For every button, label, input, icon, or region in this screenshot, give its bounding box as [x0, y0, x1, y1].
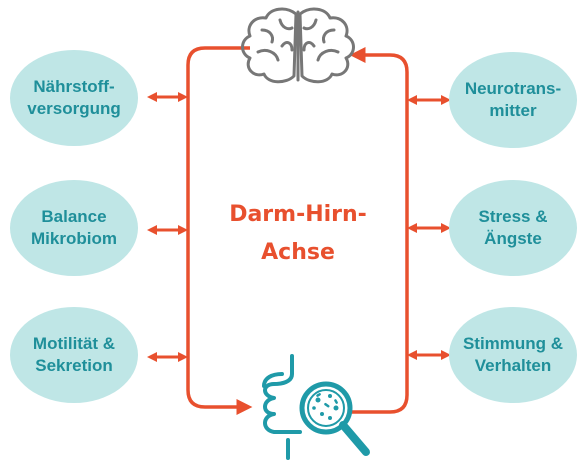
node-neurotransmitter: Neurotrans- mitter	[449, 52, 577, 148]
gut-microbiome-magnifier-icon	[262, 354, 370, 460]
node-stress-aengste: Stress & Ängste	[449, 180, 577, 276]
node-naehrstoffversorgung: Nährstoff- versorgung	[10, 50, 138, 146]
microbe-dots	[312, 393, 339, 420]
node-balance-mikrobiom: Balance Mikrobiom	[10, 180, 138, 276]
node-stimmung-verhalten: Stimmung & Verhalten	[449, 307, 577, 403]
left-axis-line	[186, 46, 253, 415]
node-motilitaet-sekretion: Motilität & Sekretion	[10, 307, 138, 403]
diagram-title: Darm-Hirn- Achse	[229, 202, 367, 265]
brain-icon	[241, 7, 355, 84]
right-axis-line	[349, 47, 409, 414]
